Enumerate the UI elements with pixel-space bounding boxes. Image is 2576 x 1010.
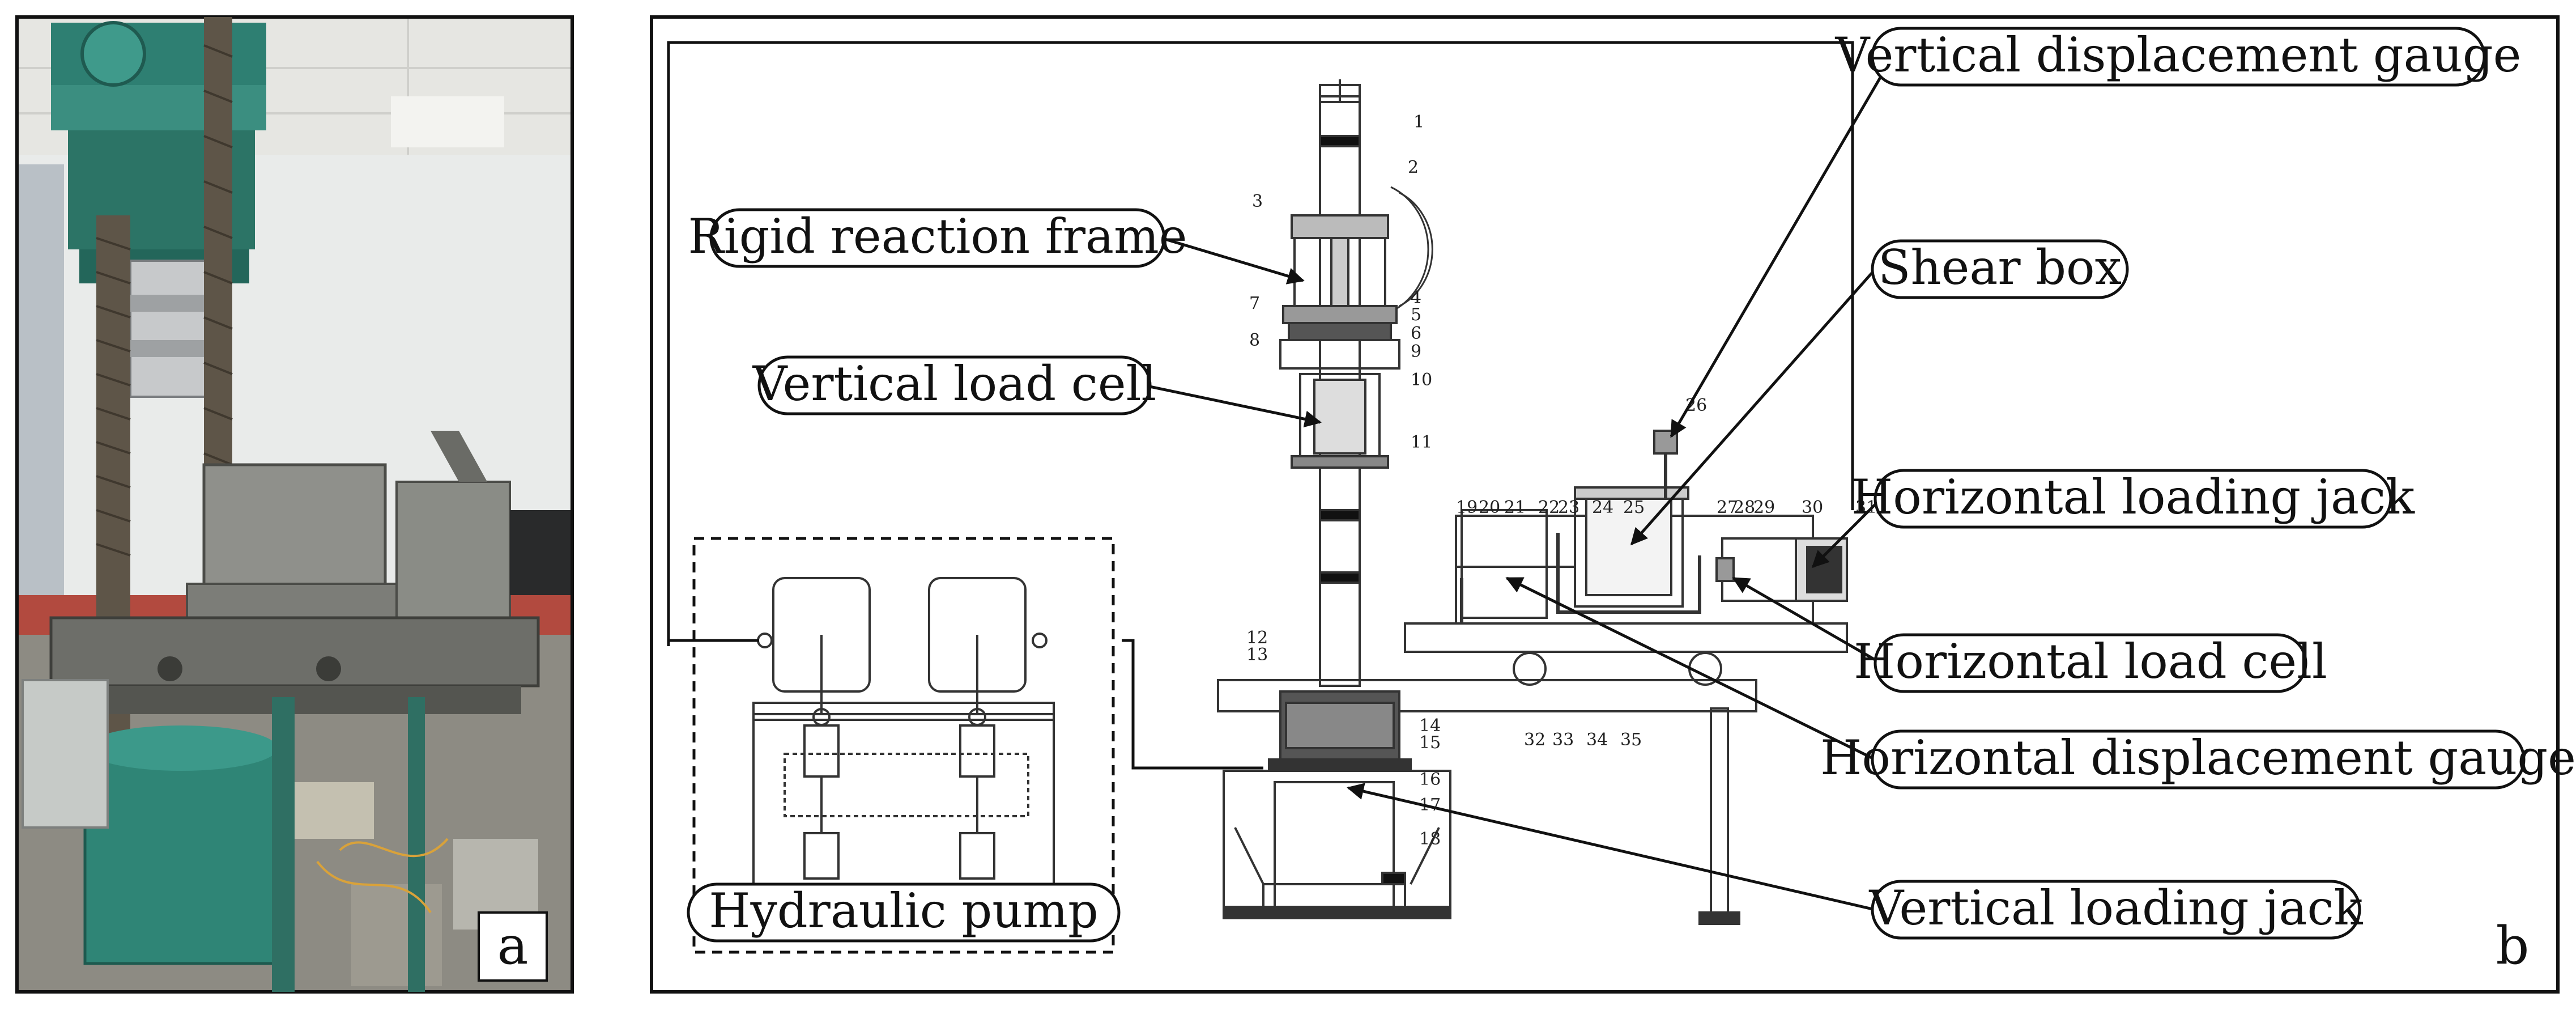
svg-text:12: 12 xyxy=(1246,628,1268,648)
svg-text:Rigid reaction frame: Rigid reaction frame xyxy=(688,209,1187,264)
callout-horizontal-displacement-gauge: Horizontal displacement gauge xyxy=(1820,729,2576,790)
svg-text:28: 28 xyxy=(1734,498,1755,517)
svg-text:7: 7 xyxy=(1249,294,1260,313)
svg-text:24: 24 xyxy=(1592,498,1613,517)
callout-shear-box: Shear box xyxy=(1871,239,2129,299)
svg-text:9: 9 xyxy=(1411,342,1421,362)
panel-b-schematic: 1 2 3 4 5 6 7 8 9 10 11 12 13 14 15 16 1… xyxy=(650,15,2576,994)
vertical-loading-assembly xyxy=(1217,79,1757,925)
svg-text:29: 29 xyxy=(1753,498,1775,517)
svg-text:30: 30 xyxy=(1802,498,1823,517)
svg-text:4: 4 xyxy=(1411,288,1421,308)
svg-text:19: 19 xyxy=(1456,498,1478,517)
svg-text:10: 10 xyxy=(1411,370,1432,390)
callout-hydraulic-pump: Hydraulic pump xyxy=(687,882,1121,943)
callout-horizontal-loading-jack: Horizontal loading jack xyxy=(1851,469,2415,529)
svg-text:34: 34 xyxy=(1586,730,1608,750)
callout-rigid-reaction-frame: Rigid reaction frame xyxy=(688,208,1187,268)
hydraulic-pump-box xyxy=(692,537,1115,954)
svg-text:8: 8 xyxy=(1249,330,1260,350)
svg-text:13: 13 xyxy=(1246,645,1268,665)
svg-text:Hydraulic pump: Hydraulic pump xyxy=(709,883,1098,939)
callout-vertical-loading-jack: Vertical loading jack xyxy=(1869,880,2364,940)
svg-text:11: 11 xyxy=(1411,432,1432,452)
svg-text:Horizontal displacement gauge: Horizontal displacement gauge xyxy=(1820,730,2576,786)
svg-text:27: 27 xyxy=(1717,498,1738,517)
svg-text:22: 22 xyxy=(1538,498,1560,517)
svg-text:2: 2 xyxy=(1408,158,1419,177)
svg-text:14: 14 xyxy=(1419,716,1441,736)
leader-lines xyxy=(1144,75,1883,911)
callout-horizontal-load-cell: Horizontal load cell xyxy=(1854,633,2327,693)
panel-a-photo: a xyxy=(15,15,574,994)
panel-a-letter: a xyxy=(497,915,529,976)
svg-text:21: 21 xyxy=(1504,498,1526,517)
svg-text:25: 25 xyxy=(1623,498,1645,517)
svg-text:Vertical loading jack: Vertical loading jack xyxy=(1869,880,2364,936)
svg-text:Horizontal load cell: Horizontal load cell xyxy=(1854,634,2327,689)
svg-text:Shear box: Shear box xyxy=(1878,240,2122,295)
svg-text:16: 16 xyxy=(1419,770,1441,790)
svg-text:Vertical load cell: Vertical load cell xyxy=(752,356,1157,411)
callout-vertical-displacement-gauge: Vertical displacement gauge xyxy=(1835,27,2522,87)
svg-text:35: 35 xyxy=(1620,730,1642,750)
svg-text:33: 33 xyxy=(1552,730,1574,750)
svg-text:1: 1 xyxy=(1413,112,1424,132)
part-numbers: 1 2 3 4 5 6 7 8 9 10 11 12 13 14 15 16 1… xyxy=(1246,112,1877,849)
svg-text:5: 5 xyxy=(1411,305,1421,325)
svg-text:3: 3 xyxy=(1252,192,1263,211)
svg-text:32: 32 xyxy=(1524,730,1545,750)
svg-text:6: 6 xyxy=(1411,324,1421,343)
panel-b-letter: b xyxy=(2496,915,2530,976)
svg-text:15: 15 xyxy=(1419,733,1441,753)
svg-text:Horizontal loading jack: Horizontal loading jack xyxy=(1851,469,2415,525)
svg-text:18: 18 xyxy=(1419,829,1441,849)
svg-text:Vertical displacement gauge: Vertical displacement gauge xyxy=(1835,27,2522,83)
callout-vertical-load-cell: Vertical load cell xyxy=(752,355,1157,415)
svg-text:20: 20 xyxy=(1479,498,1500,517)
svg-text:23: 23 xyxy=(1558,498,1579,517)
